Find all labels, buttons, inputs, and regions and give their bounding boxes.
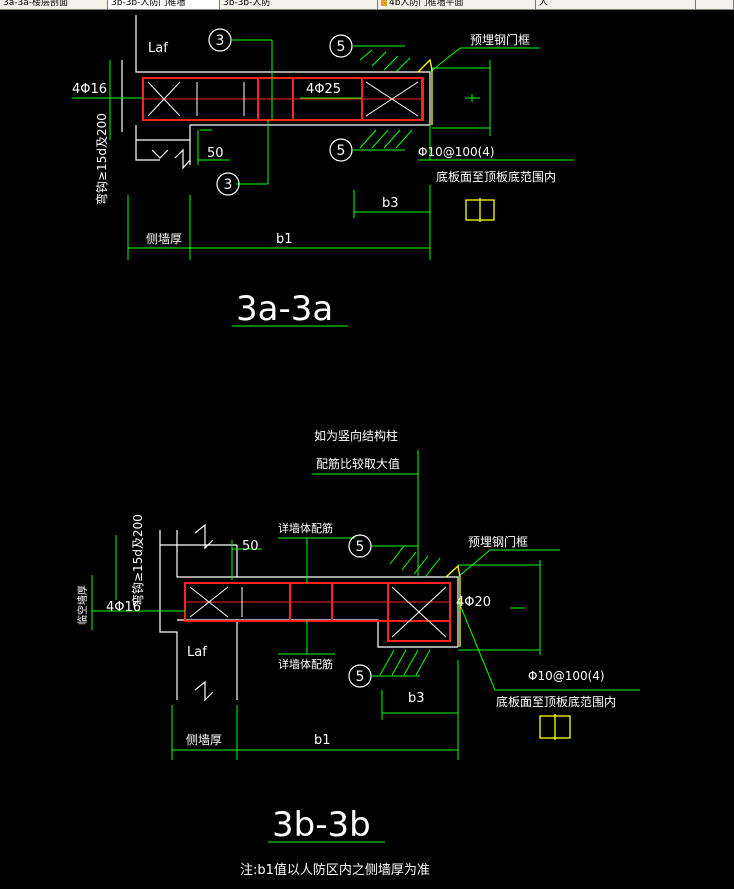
callout-number: 3 (224, 177, 233, 193)
wall-thickness-label: 侧墙厚 (186, 733, 222, 747)
stirrup-label: Φ10@100(4) (528, 669, 605, 683)
callouts-3a (208, 28, 353, 196)
b3-dimension: b3 (408, 691, 425, 706)
vertical-note-1: 如为竖向结构柱 (314, 428, 398, 443)
range-note: 底板面至顶板底范围内 (496, 694, 616, 709)
bars-right-label: 4Φ25 (306, 82, 341, 97)
callout-circle (348, 664, 372, 688)
tab-label: 人 (539, 0, 549, 8)
bars-left-label: 4Φ16 (72, 82, 107, 97)
bars-right-label: 4Φ20 (456, 595, 491, 610)
wall-rebar-top: 详墙体配筋 (278, 521, 333, 535)
rebar-3b (184, 582, 451, 642)
bars-left-label: 4Φ16 (106, 600, 141, 615)
section-3a: 3 3 5 5 Laf 4Φ16 4Φ25 50 预埋钢门框 Φ10@100(4… (72, 15, 574, 329)
range-note: 底板面至顶板底范围内 (436, 169, 556, 184)
callout-number: 5 (337, 39, 346, 55)
tab-label: 3b-3b-人防 (223, 0, 271, 8)
wall-thickness-label: 侧墙厚 (146, 232, 182, 246)
drawing-tab-bar: 3a-3a-楼层剖面 3b-3b-人防门框墙 3b-3b-人防 4b人防门框墙平… (0, 0, 734, 10)
b1-dimension: b1 (276, 232, 293, 247)
cross-marks-3b (189, 586, 447, 638)
leaders-3a (72, 39, 574, 260)
cad-drawing-canvas[interactable]: 3 3 5 5 Laf 4Φ16 4Φ25 50 预埋钢门框 Φ10@100(4… (0, 10, 734, 889)
laf-label: Laf (148, 41, 168, 56)
tab-4[interactable]: 4b人防门框墙平面 (378, 0, 536, 9)
callout-circle (216, 172, 240, 196)
labels-3a: Laf 4Φ16 4Φ25 50 预埋钢门框 Φ10@100(4) 底板面至顶板… (72, 32, 556, 247)
callout-number: 5 (356, 539, 365, 555)
callout-circle (348, 534, 372, 558)
dimension-50: 50 (242, 539, 259, 554)
section-3b: 5 5 如为竖向结构柱 配筋比较取大值 详墙体配筋 详墙体配筋 50 4Φ16 … (76, 428, 640, 878)
callout-number: 5 (356, 669, 365, 685)
callout-numbers-3a: 3 3 5 5 (216, 33, 346, 193)
tab-label: 3b-3b-人防门框墙 (111, 0, 186, 8)
callout-circle (329, 34, 353, 58)
section-title-3b: 3b-3b (272, 805, 371, 845)
callouts-3b (348, 534, 372, 688)
stirrup-hatching-3a (359, 49, 413, 149)
frame-note: 预埋钢门框 (470, 32, 530, 47)
wall-outline-3b (159, 523, 459, 702)
dimension-50: 50 (207, 146, 224, 161)
vertical-note-2: 配筋比较取大值 (316, 456, 400, 471)
leaders-3b (91, 450, 640, 760)
callout-circle (208, 28, 232, 52)
tab-3[interactable]: 3b-3b-人防 (220, 0, 378, 9)
tab-5[interactable]: 人 (536, 0, 696, 9)
adjacent-wall-label: 临空墙厚 (76, 585, 89, 625)
frame-symbols-3b (445, 564, 571, 740)
frame-symbols-3a (417, 58, 495, 222)
tab-2[interactable]: 3b-3b-人防门框墙 (108, 0, 220, 9)
b1-dimension: b1 (314, 733, 331, 748)
rebar-3a (142, 77, 424, 121)
b3-dimension: b3 (382, 196, 399, 211)
callout-number: 3 (216, 33, 225, 49)
callout-circle (329, 138, 353, 162)
hook-note: 弯钩≥15d及200 (130, 514, 145, 606)
stirrup-label: Φ10@100(4) (418, 145, 495, 159)
cross-marks-3a (147, 81, 419, 117)
tab-1[interactable]: 3a-3a-楼层剖面 (0, 0, 108, 9)
frame-note: 预埋钢门框 (468, 534, 528, 549)
footnote: 注:b1值以人防区内之侧墙厚为准 (240, 862, 430, 878)
tab-label: 3a-3a-楼层剖面 (3, 0, 68, 8)
stirrup-hatching-3b (379, 545, 441, 676)
callout-number: 5 (337, 143, 346, 159)
drawing-file-icon (381, 0, 387, 6)
laf-label: Laf (187, 645, 207, 660)
tab-6[interactable] (696, 0, 734, 9)
hook-note: 弯钩≥15d及200 (94, 113, 109, 205)
wall-rebar-bottom: 详墙体配筋 (278, 657, 333, 671)
tab-label: 4b人防门框墙平面 (389, 0, 464, 8)
wall-outline-3a (121, 15, 431, 170)
section-title-3a: 3a-3a (236, 289, 333, 329)
labels-3b: 如为竖向结构柱 配筋比较取大值 详墙体配筋 详墙体配筋 50 4Φ16 4Φ20… (76, 428, 616, 748)
callout-numbers-3b: 5 5 (356, 539, 365, 685)
